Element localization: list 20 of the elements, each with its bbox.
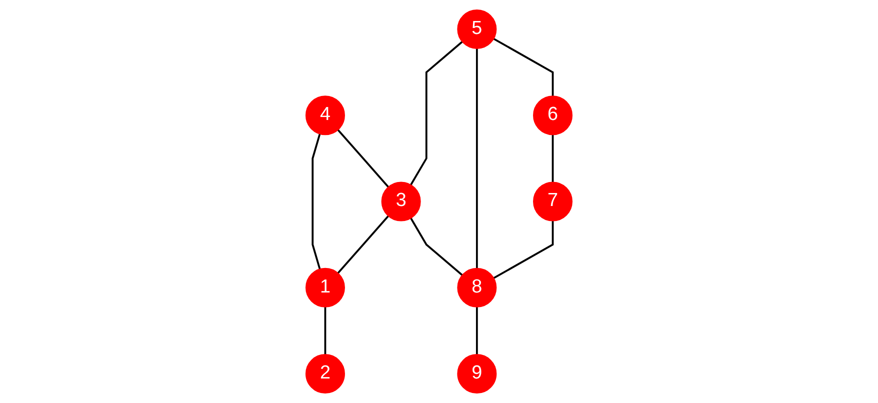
node-circle: 7	[533, 182, 573, 222]
connector	[337, 215, 390, 274]
connector	[410, 40, 463, 186]
connector	[493, 220, 554, 280]
node-circle: 5	[457, 9, 497, 49]
node-circle: 6	[533, 96, 573, 136]
connector	[324, 306, 326, 355]
node-circle: 8	[457, 268, 497, 308]
node-circle: 2	[305, 354, 345, 394]
connector	[476, 48, 478, 269]
connector	[552, 134, 554, 182]
node-circle: 3	[381, 182, 421, 222]
connector	[312, 133, 321, 270]
node-circle: 9	[457, 354, 497, 394]
node-circle: 4	[305, 96, 345, 136]
node-circle: 1	[305, 268, 345, 308]
connector	[410, 218, 463, 276]
connector	[493, 38, 554, 96]
connector	[337, 129, 390, 188]
connector	[476, 306, 478, 355]
